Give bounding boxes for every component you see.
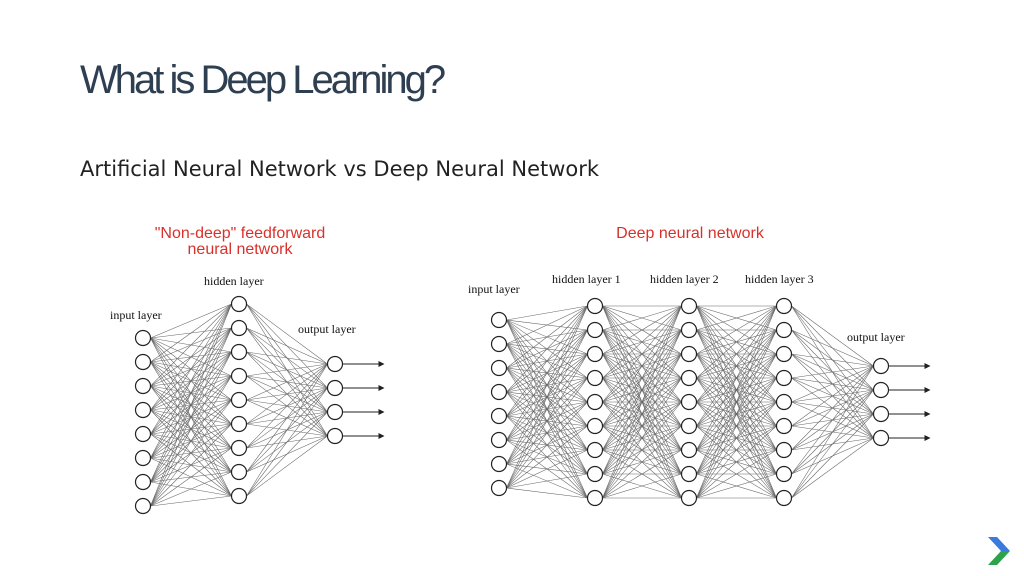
shallow-output-arrow-head bbox=[378, 409, 385, 415]
deep-neuron bbox=[586, 321, 604, 339]
shallow-neuron bbox=[134, 377, 152, 395]
deep-neuron bbox=[490, 311, 508, 329]
shallow-output-arrow-head bbox=[378, 361, 385, 367]
deep-input-layer-label: input layer bbox=[468, 282, 520, 296]
deep-output-arrow-head bbox=[924, 387, 931, 393]
shallow-neuron bbox=[134, 329, 152, 347]
deep-neuron bbox=[872, 381, 890, 399]
deep-neuron bbox=[680, 417, 698, 435]
slide-title: What is Deep Learning? bbox=[80, 58, 446, 102]
deep-hidden-layer-2-label: hidden layer 2 bbox=[650, 272, 719, 286]
deep-connections bbox=[506, 305, 874, 499]
deep-neuron bbox=[680, 369, 698, 387]
deep-neuron bbox=[490, 455, 508, 473]
deep-hidden-layer-1-label: hidden layer 1 bbox=[552, 272, 621, 286]
deep-neuron bbox=[680, 345, 698, 363]
deep-neuron bbox=[586, 345, 604, 363]
deep-neuron bbox=[490, 335, 508, 353]
deep-neuron bbox=[680, 321, 698, 339]
deep-neuron bbox=[680, 489, 698, 507]
deep-output-arrow-head bbox=[924, 435, 931, 441]
shallow-neuron bbox=[230, 415, 248, 433]
deep-neuron bbox=[586, 297, 604, 315]
deep-neuron bbox=[775, 297, 793, 315]
deep-neuron bbox=[775, 417, 793, 435]
deep-neuron bbox=[872, 405, 890, 423]
deep-neuron bbox=[586, 465, 604, 483]
deep-neuron bbox=[586, 417, 604, 435]
shallow-neuron bbox=[326, 355, 344, 373]
deep-neuron bbox=[775, 465, 793, 483]
shallow-neuron bbox=[134, 497, 152, 515]
deep-neuron bbox=[775, 345, 793, 363]
shallow-neuron bbox=[230, 439, 248, 457]
deep-neuron bbox=[586, 441, 604, 459]
shallow-neuron bbox=[134, 401, 152, 419]
shallow-neuron bbox=[230, 343, 248, 361]
shallow-output-arrow-head bbox=[378, 433, 385, 439]
shallow-output-layer-label: output layer bbox=[298, 322, 356, 336]
deep-neuron bbox=[775, 393, 793, 411]
deep-output-layer-label: output layer bbox=[847, 330, 905, 344]
deep-neuron bbox=[775, 369, 793, 387]
shallow-neuron bbox=[230, 391, 248, 409]
deep-output-arrow-head bbox=[924, 411, 931, 417]
shallow-output-arrow-head bbox=[378, 385, 385, 391]
deep-neuron bbox=[490, 479, 508, 497]
deep-neuron bbox=[872, 357, 890, 375]
shallow-neuron bbox=[230, 295, 248, 313]
deep-hidden-layer-3-label: hidden layer 3 bbox=[745, 272, 814, 286]
shallow-network-title-line2: neural network bbox=[187, 241, 293, 258]
deep-neuron bbox=[680, 465, 698, 483]
shallow-network-title: "Non-deep" feedforward neural network bbox=[120, 226, 360, 258]
shallow-network-title-line1: "Non-deep" feedforward bbox=[154, 225, 326, 242]
shallow-neuron bbox=[326, 379, 344, 397]
shallow-neuron bbox=[134, 449, 152, 467]
shallow-neuron bbox=[230, 367, 248, 385]
deep-neuron bbox=[490, 383, 508, 401]
deep-neuron bbox=[775, 441, 793, 459]
shallow-neuron bbox=[326, 403, 344, 421]
google-chevron-logo-icon bbox=[988, 537, 1010, 565]
deep-neuron bbox=[872, 429, 890, 447]
deep-neuron bbox=[586, 369, 604, 387]
deep-network-title: Deep neural network bbox=[616, 225, 764, 242]
shallow-neuron bbox=[134, 473, 152, 491]
shallow-neuron bbox=[230, 487, 248, 505]
shallow-input-layer-label: input layer bbox=[110, 308, 162, 322]
shallow-neuron bbox=[230, 319, 248, 337]
deep-neuron bbox=[586, 393, 604, 411]
slide-subtitle: Artificial Neural Network vs Deep Neural… bbox=[80, 157, 600, 181]
deep-neuron bbox=[490, 431, 508, 449]
deep-output-arrow-head bbox=[924, 363, 931, 369]
shallow-hidden-layer-label: hidden layer bbox=[204, 274, 264, 288]
shallow-connections bbox=[150, 303, 328, 507]
deep-neuron bbox=[775, 321, 793, 339]
deep-neuron bbox=[490, 407, 508, 425]
deep-neuron bbox=[775, 489, 793, 507]
deep-neuron bbox=[586, 489, 604, 507]
shallow-neuron bbox=[134, 353, 152, 371]
shallow-neuron bbox=[134, 425, 152, 443]
deep-neuron bbox=[680, 297, 698, 315]
deep-neuron bbox=[680, 441, 698, 459]
shallow-neuron bbox=[230, 463, 248, 481]
deep-neuron bbox=[490, 359, 508, 377]
shallow-neuron bbox=[326, 427, 344, 445]
deep-neuron bbox=[680, 393, 698, 411]
